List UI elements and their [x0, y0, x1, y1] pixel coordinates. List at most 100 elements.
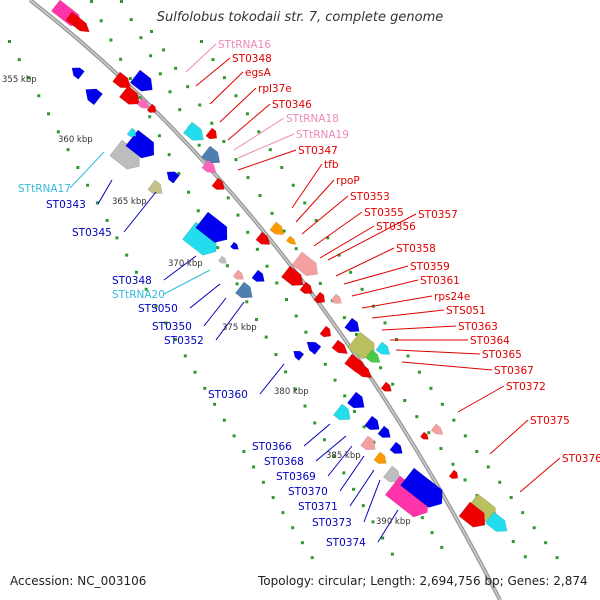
gene-arrow: [380, 381, 392, 392]
track-dot: [303, 404, 307, 408]
gene-arrow: [344, 317, 360, 333]
track-dot: [252, 465, 256, 469]
track-dot: [509, 496, 513, 500]
kbp-mark: 360 kbp: [58, 135, 93, 145]
gene-arrow: [419, 431, 429, 440]
track-dot: [236, 213, 240, 217]
track-dot: [270, 211, 274, 215]
track-dot: [326, 236, 330, 240]
gene-arrow: [355, 363, 372, 379]
leader-line: [351, 279, 419, 297]
gene-arrow: [234, 281, 253, 299]
gene-arrow: [332, 403, 351, 421]
track-dot: [383, 321, 387, 325]
track-dot: [486, 465, 490, 469]
leader-line: [195, 57, 231, 87]
gene-arrow: [377, 425, 391, 438]
track-dot: [294, 314, 298, 318]
track-dot: [90, 0, 93, 3]
track-dot: [222, 418, 226, 422]
track-dot: [475, 449, 479, 453]
gene-arrow: [291, 251, 318, 277]
track-dot: [523, 555, 527, 559]
gene-arrow: [458, 501, 486, 528]
gene-arrow: [484, 511, 508, 532]
track-dot: [187, 190, 191, 194]
gene-label: rps24e: [434, 291, 470, 303]
figure-title: Sulfolobus tokodaii str. 7, complete gen…: [156, 10, 444, 25]
gene-arrow: [65, 11, 90, 33]
track-dot: [177, 171, 181, 175]
gene-label: rpoP: [336, 175, 360, 187]
track-dot: [66, 148, 70, 152]
gene-label: ST0363: [458, 321, 498, 333]
track-dot: [255, 317, 258, 321]
track-dot: [115, 236, 119, 240]
gene-arrow: [136, 97, 150, 109]
leader-line: [363, 479, 381, 523]
track-dot: [332, 454, 336, 458]
gene-arrow: [232, 269, 244, 280]
gene-label: ST0373: [312, 517, 352, 529]
gene-arrow: [330, 293, 342, 304]
track-dot: [451, 462, 455, 466]
track-dot: [120, 0, 123, 3]
kbp-mark: 375 kbp: [222, 323, 257, 333]
gene-label: ST0353: [350, 191, 390, 203]
track-dot: [293, 387, 297, 391]
track-dot: [439, 447, 443, 451]
track-dot: [322, 438, 326, 442]
gene-label: ST0372: [506, 381, 546, 393]
gene-arrow: [146, 103, 157, 114]
track-dot: [544, 541, 548, 545]
gene-label: ST0368: [264, 456, 304, 468]
gene-arrow: [400, 467, 443, 508]
track-dot: [197, 143, 201, 147]
gene-arrow: [71, 67, 85, 80]
track-dot: [216, 246, 220, 250]
leader-line: [69, 151, 105, 189]
gene-arrow: [430, 423, 444, 435]
track-dot: [391, 382, 395, 386]
track-dot: [225, 264, 229, 268]
gene-label: ST0376: [562, 453, 600, 465]
gene-label: ST0346: [272, 99, 312, 111]
track-dot: [99, 19, 103, 23]
accession-label: Accession: NC_003106: [10, 574, 147, 588]
track-dot: [128, 77, 132, 81]
track-dot: [178, 108, 182, 112]
leader-line: [233, 117, 285, 151]
track-dot: [555, 556, 559, 560]
track-dot: [149, 54, 153, 58]
leader-line: [343, 265, 409, 285]
gene-arrow: [251, 269, 265, 282]
leader-line: [237, 133, 295, 159]
track-dot: [343, 394, 347, 398]
track-dot: [291, 183, 295, 187]
track-dot: [281, 511, 285, 515]
leader-line: [123, 191, 157, 233]
track-dot: [361, 504, 365, 508]
gene-labels: STtRNA16ST0348egsArpl37eST0346STtRNA18ST…: [18, 39, 600, 549]
gene-arrow: [125, 129, 155, 159]
track-dot: [213, 402, 217, 406]
track-dot: [303, 201, 307, 205]
gene-label: ST0343: [46, 199, 86, 211]
gene-label: STtRNA18: [286, 113, 339, 125]
track-dot: [76, 166, 80, 170]
track-dot: [430, 531, 434, 535]
gene-arrow: [280, 265, 304, 286]
gene-label: ST0345: [72, 227, 112, 239]
gene-arrow: [229, 241, 239, 250]
track-dot: [210, 121, 214, 125]
gene-label: STS050: [138, 303, 178, 315]
gene-features: [50, 0, 508, 532]
kbp-mark: 370 kbp: [168, 259, 203, 269]
track-dot: [349, 270, 353, 274]
track-dot: [257, 130, 261, 134]
track-dot: [200, 40, 203, 43]
track-dot: [463, 478, 467, 482]
leader-line: [303, 423, 331, 447]
gene-label: ST0347: [298, 145, 338, 157]
